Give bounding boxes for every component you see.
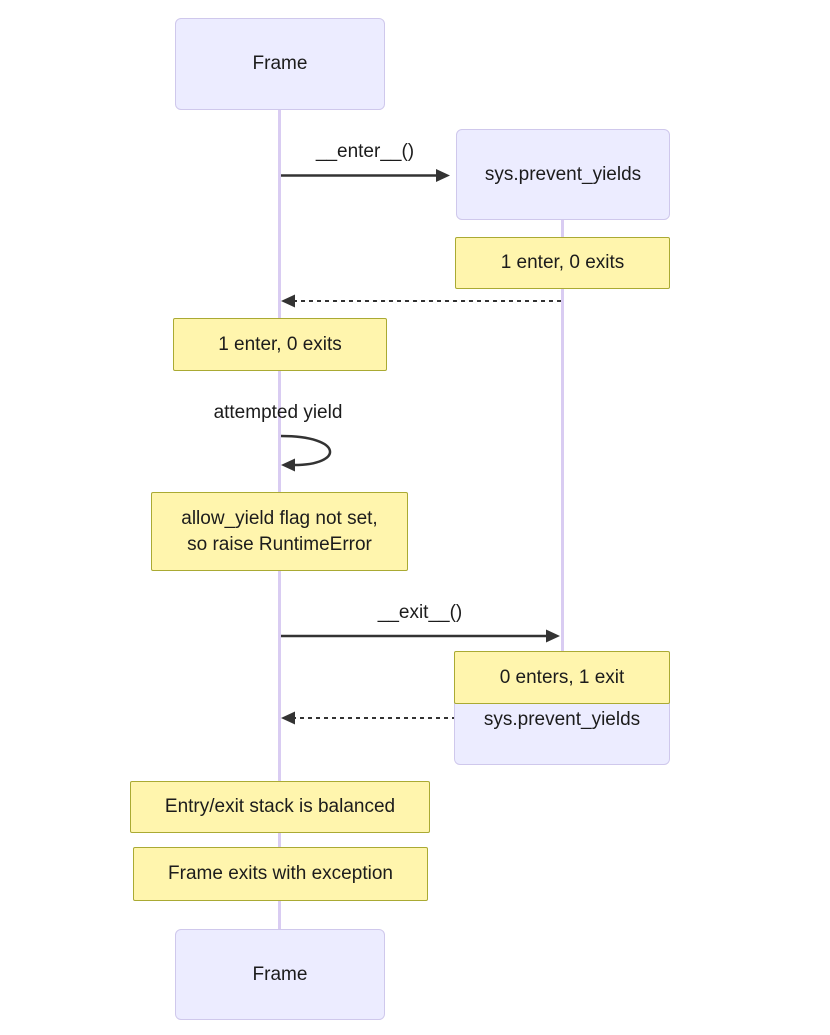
actor-box-frame-bottom: Frame — [175, 929, 385, 1020]
lifeline-sys-prevent-yields — [561, 220, 564, 675]
return-exit-arrowhead-icon — [281, 711, 295, 725]
self-loop-arrow — [280, 434, 332, 467]
note-sys-exit-count: 0 enters, 1 exit — [454, 651, 670, 704]
note-text: Entry/exit stack is balanced — [164, 796, 396, 817]
exit-arrowhead-icon — [546, 629, 560, 643]
note-text-line1: allow_yield flag not set, — [181, 507, 378, 529]
return-enter-arrowhead-icon — [281, 294, 295, 308]
actor-label-frame-bottom: Frame — [252, 963, 308, 985]
note-frame-exception: Frame exits with exception — [133, 847, 428, 901]
note-frame-enter-count: 1 enter, 0 exits — [173, 318, 387, 371]
self-loop-arrowhead-icon — [281, 458, 295, 472]
message-label-exit: __exit__() — [377, 602, 463, 623]
actor-label-sys-bottom: sys.prevent_yields — [483, 708, 641, 730]
note-stack-balanced: Entry/exit stack is balanced — [130, 781, 430, 833]
note-text: Frame exits with exception — [168, 863, 393, 884]
message-label-attempted-yield: attempted yield — [213, 402, 343, 423]
enter-arrowhead-icon — [436, 169, 450, 182]
note-sys-enter-count: 1 enter, 0 exits — [455, 237, 670, 289]
message-label-enter: __enter__() — [315, 141, 415, 162]
actor-label-sys-top: sys.prevent_yields — [484, 163, 642, 185]
note-runtime-error: allow_yield flag not set, so raise Runti… — [151, 492, 408, 571]
note-text: 1 enter, 0 exits — [218, 333, 342, 355]
actor-box-frame-top: Frame — [175, 18, 385, 110]
note-text-line2: so raise RuntimeError — [187, 533, 372, 555]
actor-box-sys-top: sys.prevent_yields — [456, 129, 670, 220]
note-text: 1 enter, 0 exits — [500, 252, 625, 273]
actor-label-frame-top: Frame — [252, 53, 308, 74]
note-text: 0 enters, 1 exit — [499, 666, 625, 688]
